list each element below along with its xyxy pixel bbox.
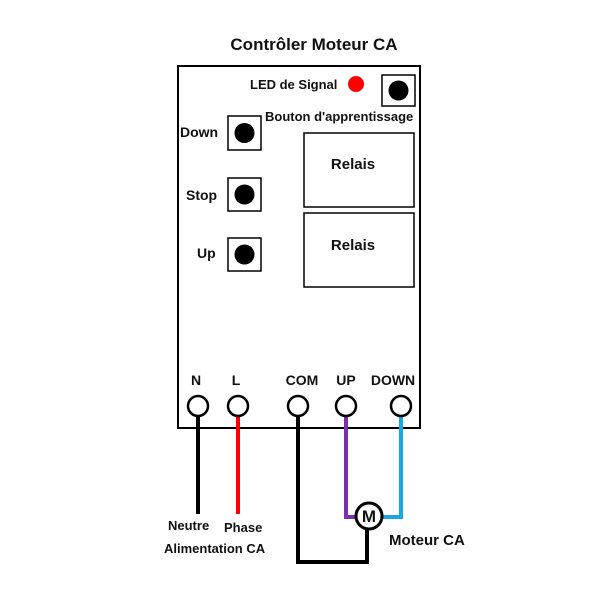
terminal-com[interactable]: [286, 394, 310, 418]
terminal-up[interactable]: [334, 394, 358, 418]
relay-2: [303, 212, 415, 288]
terminal-down-label: DOWN: [371, 372, 415, 388]
terminal-up-label: UP: [336, 372, 355, 388]
up-button-knob: [234, 244, 255, 265]
terminal-down[interactable]: [389, 394, 413, 418]
down-button[interactable]: [227, 115, 262, 151]
learn-button-knob: [388, 80, 409, 101]
terminal-com-label: COM: [286, 372, 319, 388]
up-button-label: Up: [197, 245, 216, 261]
led-label: LED de Signal: [250, 77, 337, 92]
relay-2-label: Relais: [331, 237, 375, 254]
phase-label: Phase: [224, 520, 262, 535]
stop-button-knob: [234, 184, 255, 205]
motor-label: Moteur CA: [389, 532, 465, 549]
terminal-n[interactable]: [186, 394, 210, 418]
motor-symbol: M: [362, 507, 376, 526]
learn-button[interactable]: [381, 74, 416, 107]
neutral-label: Neutre: [168, 518, 209, 533]
terminal-n-label: N: [191, 372, 201, 388]
up-button[interactable]: [227, 237, 262, 272]
relay-1: [303, 132, 415, 208]
up-wire: [344, 414, 358, 519]
motor-icon: M: [354, 501, 384, 531]
supply-label: Alimentation CA: [164, 541, 266, 556]
relay-1-label: Relais: [331, 156, 375, 173]
terminal-l-label: L: [232, 372, 241, 388]
learn-button-label: Bouton d'apprentissage: [265, 109, 413, 124]
down-wire: [380, 414, 403, 519]
com-wire: [296, 414, 369, 564]
stop-button-label: Stop: [186, 187, 217, 203]
down-button-knob: [234, 123, 255, 143]
motor-ring: [354, 501, 384, 531]
diagram-title: Contrôler Moteur CA: [230, 35, 397, 54]
down-button-label: Down: [180, 124, 218, 140]
signal-led: [348, 76, 364, 92]
stop-button[interactable]: [227, 177, 262, 212]
terminal-l[interactable]: [226, 394, 250, 418]
